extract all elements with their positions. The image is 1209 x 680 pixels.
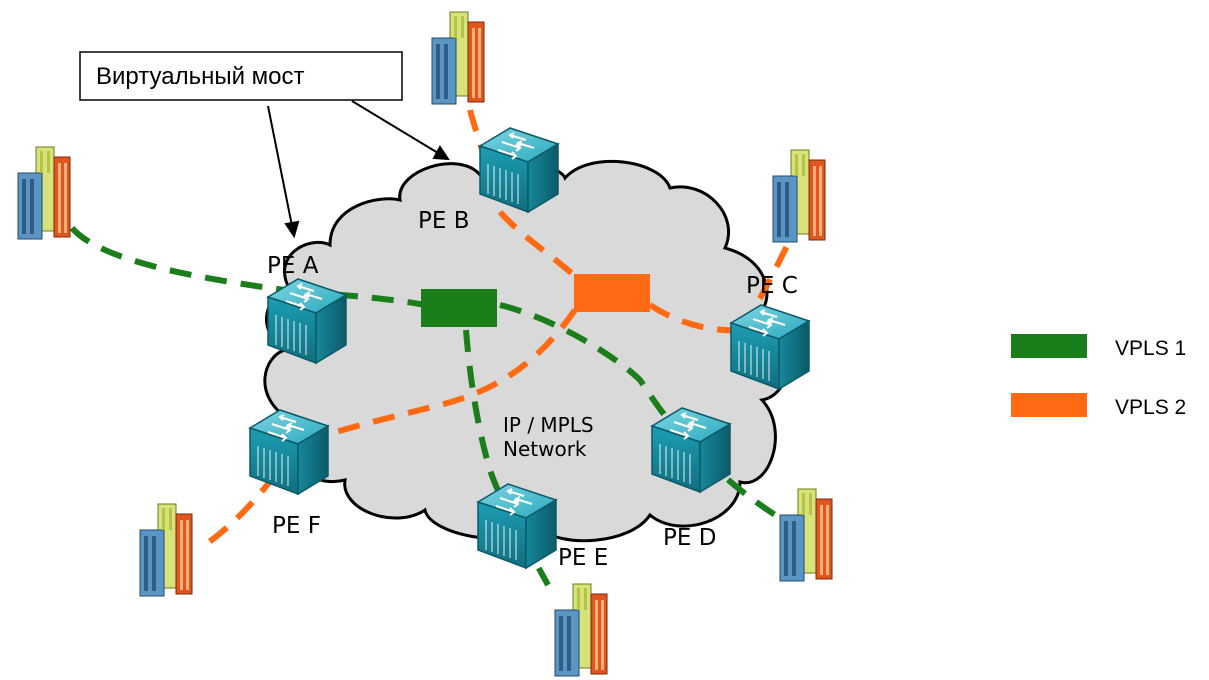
virtual-bridge-vpls2 bbox=[574, 274, 650, 312]
network-label-line1: IP / MPLS bbox=[503, 413, 594, 437]
callout-arrows bbox=[267, 100, 450, 239]
router-label-pe-d: PE D bbox=[663, 525, 716, 551]
router-label-pe-c: PE C bbox=[746, 273, 798, 299]
router-label-pe-b: PE B bbox=[418, 208, 470, 234]
legend-label-vpls1: VPLS 1 bbox=[1115, 337, 1186, 360]
callout-box bbox=[79, 51, 403, 101]
site-b-building-icon bbox=[431, 11, 485, 105]
callout-arrow-head-a bbox=[284, 220, 300, 239]
vpls1-link-hub-d bbox=[499, 302, 679, 432]
site-e-building-icon bbox=[554, 583, 608, 677]
router-pe-f-icon bbox=[249, 409, 329, 495]
site-c-building-icon bbox=[772, 149, 826, 243]
callout-arrow-head-b bbox=[432, 145, 450, 161]
legend-swatch-vpls2 bbox=[1011, 393, 1087, 417]
router-label-pe-f: PE F bbox=[272, 513, 321, 539]
site-f-building-icon bbox=[139, 503, 193, 597]
site-a-building-icon bbox=[17, 146, 71, 240]
router-pe-a-icon bbox=[267, 278, 347, 364]
router-pe-e-icon bbox=[477, 483, 557, 569]
router-label-pe-a: PE A bbox=[267, 253, 319, 279]
legend-label-vpls2: VPLS 2 bbox=[1115, 396, 1186, 419]
legend-swatch-vpls1 bbox=[1011, 334, 1087, 358]
callout-text: Виртуальный мост bbox=[96, 63, 305, 90]
site-d-building-icon bbox=[779, 488, 833, 582]
network-label-line2: Network bbox=[503, 437, 587, 461]
router-label-pe-e: PE E bbox=[558, 545, 608, 571]
vpls2-link-hub-f bbox=[294, 308, 578, 448]
vpls1-link-site-a bbox=[69, 225, 301, 295]
virtual-bridge-vpls1 bbox=[421, 289, 497, 327]
vpls2-link-b-hub bbox=[497, 210, 593, 293]
